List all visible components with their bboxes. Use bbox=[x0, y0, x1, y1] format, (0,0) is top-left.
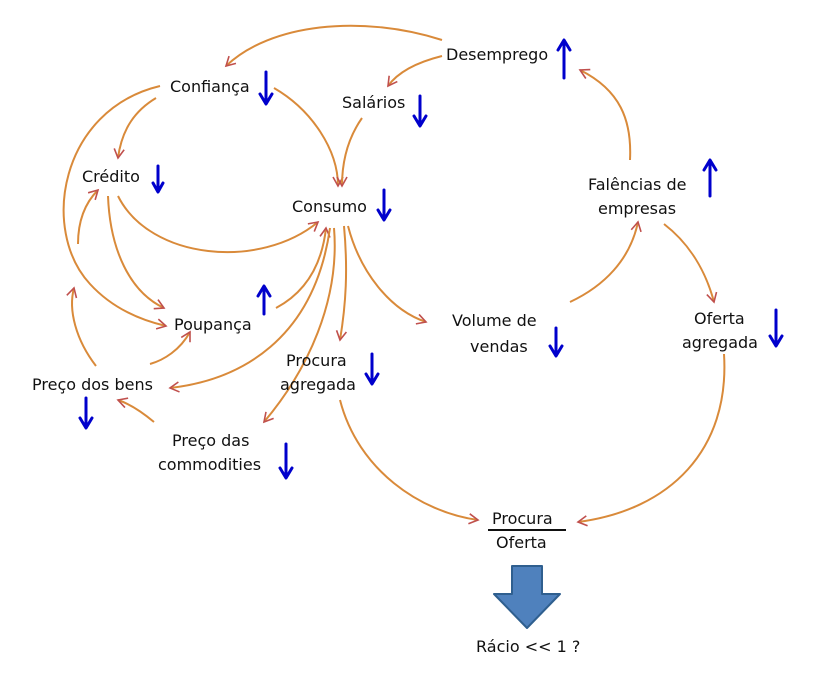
link-oferta-ratio bbox=[576, 353, 726, 527]
node-precocommodities-label-line2: commodities bbox=[158, 455, 261, 474]
link-desemprego-salarios bbox=[387, 55, 443, 88]
link-consumo-precobens bbox=[168, 227, 331, 393]
node-precocommodities-label-line1: Preço das bbox=[172, 431, 249, 450]
node-oferta-label-line1: Oferta bbox=[694, 309, 745, 328]
salarios-trend-down-icon bbox=[412, 94, 428, 128]
causal-links bbox=[62, 24, 726, 527]
ratio-fraction: Procura Oferta bbox=[488, 509, 566, 552]
precobens-trend-down-icon bbox=[78, 396, 94, 430]
link-consumo-volume bbox=[347, 225, 428, 325]
node-poupanca-label: Poupança bbox=[174, 315, 252, 334]
node-confianca-label: Confiança bbox=[170, 77, 250, 96]
ratio-denominator: Oferta bbox=[496, 533, 547, 552]
precocommodities-trend-down-icon bbox=[278, 442, 294, 480]
poupanca-trend-up-icon bbox=[256, 284, 272, 316]
link-procura-ratio bbox=[339, 399, 480, 525]
falencias-trend-up-icon bbox=[702, 158, 718, 198]
node-falencias-label-line1: Falências de bbox=[588, 175, 686, 194]
link-desemprego-confianca bbox=[224, 24, 443, 68]
credito-trend-down-icon bbox=[151, 164, 165, 194]
link-confianca-consumo bbox=[273, 87, 344, 188]
procura-trend-down-icon bbox=[364, 352, 380, 386]
oferta-trend-down-icon bbox=[768, 308, 784, 348]
desemprego-trend-up-icon bbox=[556, 38, 572, 80]
node-credito-label: Crédito bbox=[82, 167, 140, 186]
block-arrow-down-icon bbox=[493, 565, 561, 629]
trend-arrows bbox=[78, 38, 784, 480]
consumo-trend-down-icon bbox=[376, 188, 392, 222]
node-falencias-label-line2: empresas bbox=[598, 199, 676, 218]
node-procura-label-line1: Procura bbox=[286, 351, 347, 370]
link-credito-poupanca bbox=[107, 195, 166, 310]
link-confianca-credito bbox=[113, 97, 157, 160]
link-falencias-desemprego bbox=[578, 68, 632, 161]
ratio-numerator: Procura bbox=[492, 509, 553, 528]
node-oferta-label-line2: agregada bbox=[682, 333, 758, 352]
node-salarios-label: Salários bbox=[342, 93, 405, 112]
node-precobens-label: Preço dos bens bbox=[32, 375, 153, 394]
link-falencias-oferta bbox=[663, 223, 718, 304]
link-credito-consumo bbox=[117, 195, 320, 254]
ratio-conclusion: Rácio << 1 ? bbox=[476, 637, 580, 656]
node-procura-label-line2: agregada bbox=[280, 375, 356, 394]
confianca-trend-down-icon bbox=[258, 70, 274, 106]
link-volume-falencias bbox=[569, 220, 642, 303]
link-precobens-credito bbox=[77, 188, 100, 245]
node-desemprego-label: Desemprego bbox=[446, 45, 548, 64]
node-consumo-label: Consumo bbox=[292, 197, 367, 216]
link-confianca-poupanca bbox=[62, 85, 168, 330]
link-precobens-poupanca bbox=[149, 330, 191, 365]
link-precocommodities-precobens bbox=[116, 397, 155, 423]
link-salarios-consumo bbox=[336, 117, 363, 188]
node-labels: Desemprego Confiança Salários Crédito Co… bbox=[32, 45, 758, 474]
link-precobens-credito-outer bbox=[66, 286, 97, 367]
link-consumo-precocommodities bbox=[262, 227, 336, 424]
volume-trend-down-icon bbox=[548, 326, 564, 358]
link-consumo-procura bbox=[335, 225, 348, 342]
node-volume-label-line1: Volume de bbox=[452, 311, 537, 330]
link-poupanca-consumo bbox=[275, 226, 331, 309]
node-volume-label-line2: vendas bbox=[470, 337, 528, 356]
